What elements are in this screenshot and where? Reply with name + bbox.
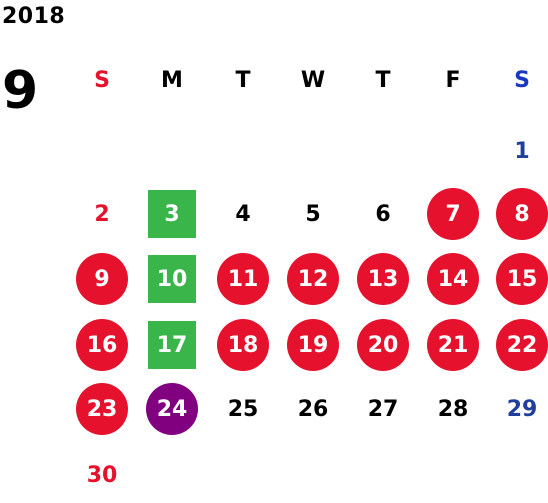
calendar-day-23[interactable]: 23 <box>76 383 128 435</box>
calendar-day-25[interactable]: 25 <box>227 396 259 422</box>
calendar-day-16[interactable]: 16 <box>76 319 128 371</box>
calendar-day-6[interactable]: 6 <box>375 201 391 227</box>
calendar-day-18[interactable]: 18 <box>217 319 269 371</box>
calendar-day-14[interactable]: 14 <box>427 253 479 305</box>
weekday-header-sunday: S <box>94 68 110 93</box>
calendar-day-11[interactable]: 11 <box>217 253 269 305</box>
calendar-day-21[interactable]: 21 <box>427 319 479 371</box>
calendar-day-5[interactable]: 5 <box>305 201 321 227</box>
calendar-day-2[interactable]: 2 <box>94 201 110 227</box>
calendar-month: 9 <box>2 61 39 121</box>
calendar-day-20[interactable]: 20 <box>357 319 409 371</box>
calendar-day-30[interactable]: 30 <box>86 462 118 488</box>
calendar-day-22[interactable]: 22 <box>496 319 548 371</box>
weekday-header-friday: F <box>445 68 461 93</box>
calendar-day-4[interactable]: 4 <box>235 201 251 227</box>
calendar-day-1[interactable]: 1 <box>514 138 530 164</box>
calendar-day-8[interactable]: 8 <box>496 188 548 240</box>
calendar-day-26[interactable]: 26 <box>297 396 329 422</box>
calendar-day-3[interactable]: 3 <box>148 190 196 238</box>
calendar-day-19[interactable]: 19 <box>287 319 339 371</box>
calendar-day-17[interactable]: 17 <box>148 321 196 369</box>
calendar-day-24[interactable]: 24 <box>146 383 198 435</box>
weekday-header-wednesday: W <box>300 68 326 93</box>
calendar-year: 2018 <box>2 4 66 29</box>
weekday-header-saturday: S <box>514 68 530 93</box>
calendar-day-13[interactable]: 13 <box>357 253 409 305</box>
weekday-header-thursday: T <box>375 68 391 93</box>
calendar-day-27[interactable]: 27 <box>367 396 399 422</box>
calendar-day-29[interactable]: 29 <box>506 396 538 422</box>
calendar-day-9[interactable]: 9 <box>76 253 128 305</box>
calendar-day-28[interactable]: 28 <box>437 396 469 422</box>
calendar-day-15[interactable]: 15 <box>496 253 548 305</box>
calendar-day-12[interactable]: 12 <box>287 253 339 305</box>
weekday-header-tuesday: T <box>235 68 251 93</box>
calendar-day-10[interactable]: 10 <box>148 255 196 303</box>
calendar-day-7[interactable]: 7 <box>427 188 479 240</box>
weekday-header-monday: M <box>161 68 183 93</box>
